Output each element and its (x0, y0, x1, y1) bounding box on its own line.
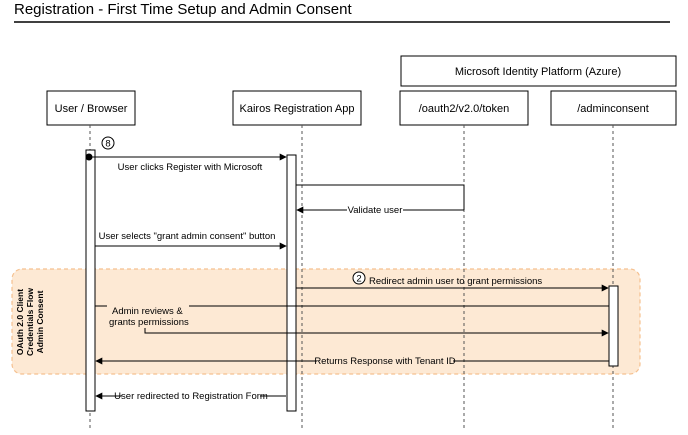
participant-kairos-app (232, 90, 362, 126)
band-label-line-1: OAuth 2.0 Client (15, 289, 25, 355)
diagram-title: Registration - First Time Setup and Admi… (14, 1, 352, 18)
msg-register-label: User clicks Register with Microsoft (118, 162, 263, 173)
participant-kairos-app-label: Kairos Registration App (240, 103, 355, 115)
participant-user-browser-label: User / Browser (55, 103, 128, 115)
msg-redirect-label: Redirect admin user to grant permissions (369, 276, 542, 287)
msg-validate-label: Validate user (348, 205, 403, 216)
msg-redirected-label-bg (122, 390, 260, 402)
msg-redirected-label: User redirected to Registration Form (114, 391, 268, 402)
msg-returns-response-label: Returns Response with Tenant ID (314, 356, 455, 367)
step-2-badge (352, 271, 366, 285)
participant-token-endpoint (399, 90, 529, 126)
azure-group-header (400, 55, 677, 87)
msg-validate-outbound (296, 184, 465, 210)
participant-user-browser (46, 90, 136, 126)
band-label-line-2: Credentials Flow (25, 288, 35, 356)
msg-admin-reviews-label-1: Admin reviews & (112, 306, 183, 317)
participant-token-endpoint-label: /oauth2/v2.0/token (419, 103, 510, 115)
activation-kairos-app (286, 154, 297, 412)
activation-adminconsent (608, 285, 619, 367)
band-label-line-3: Admin Consent (35, 290, 45, 353)
msg-grant-consent-label: User selects "grant admin consent" butto… (99, 231, 276, 242)
msg-returns-response-label-bg (317, 355, 453, 367)
admin-consent-band (11, 268, 641, 375)
step-8-badge (101, 136, 115, 150)
msg-validate-label-bg (347, 204, 403, 216)
msg-admin-reviews-label-2: grants permissions (109, 317, 189, 328)
step-8-badge-label: 8 (105, 139, 110, 150)
participant-adminconsent-label: /adminconsent (577, 103, 649, 115)
activation-user-browser (85, 149, 96, 412)
msg-admin-reviews-label-bg (107, 304, 189, 328)
step-2-badge-label: 2 (356, 274, 361, 285)
azure-group-label: Microsoft Identity Platform (Azure) (455, 66, 621, 78)
start-dot (85, 153, 93, 161)
participant-adminconsent (550, 90, 677, 126)
